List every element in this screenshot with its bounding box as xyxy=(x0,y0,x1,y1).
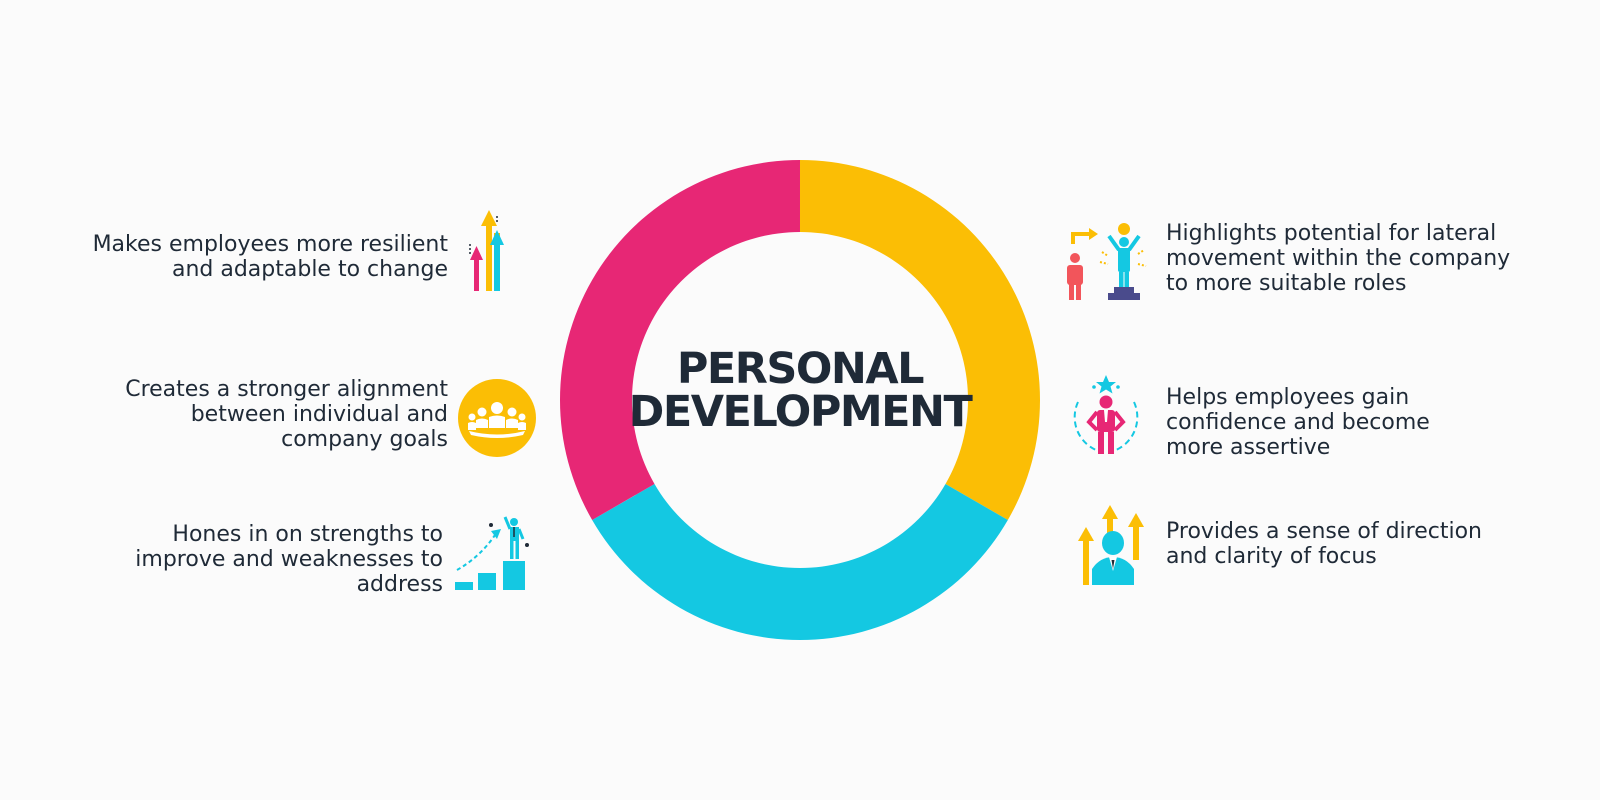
benefit-resilience: Makes employees more resilient and adapt… xyxy=(93,232,448,282)
benefit-lateral-movement: Highlights potential for lateral movemen… xyxy=(1166,221,1510,296)
confident-person-icon xyxy=(1073,375,1139,454)
benefit-text-line: Highlights potential for lateral xyxy=(1166,221,1497,246)
benefit-text-line: address xyxy=(356,572,443,597)
benefit-text-line: Creates a stronger alignment xyxy=(125,377,448,402)
benefit-text-line: Provides a sense of direction xyxy=(1166,519,1483,544)
diagram-title: PERSONAL DEVELOPMENT xyxy=(600,348,1000,434)
benefit-text-line: and clarity of focus xyxy=(1166,544,1377,569)
ring-segment-cyan xyxy=(592,484,1008,640)
benefit-strengths: Hones in on strengths to improve and wea… xyxy=(135,522,443,597)
benefit-text-line: Makes employees more resilient xyxy=(92,232,448,257)
benefit-text-line: improve and weaknesses to xyxy=(135,547,443,572)
rising-arrows-icon xyxy=(469,210,504,291)
benefit-text-line: between individual and xyxy=(190,402,448,427)
direction-arrows-person-icon xyxy=(1078,505,1144,585)
donut-ring xyxy=(560,160,1040,640)
growth-steps-icon xyxy=(455,516,529,590)
benefit-text-line: more assertive xyxy=(1166,435,1331,460)
team-meeting-icon xyxy=(458,379,536,457)
benefit-text-line: Hones in on strengths to xyxy=(172,522,443,547)
benefit-confidence: Helps employees gain confidence and beco… xyxy=(1166,385,1430,460)
benefit-direction: Provides a sense of direction and clarit… xyxy=(1166,519,1482,569)
title-line-2: DEVELOPMENT xyxy=(628,387,973,437)
benefit-text-line: and adaptable to change xyxy=(171,257,448,282)
benefit-text-line: to more suitable roles xyxy=(1166,271,1407,296)
ring-segment-pink xyxy=(560,160,800,520)
benefit-text-line: Helps employees gain xyxy=(1166,385,1410,410)
benefit-text-line: company goals xyxy=(281,427,448,452)
benefit-text-line: movement within the company xyxy=(1166,246,1511,271)
benefit-text-line: confidence and become xyxy=(1166,410,1430,435)
ring-segment-yellow xyxy=(800,160,1040,520)
lateral-move-icon xyxy=(1067,223,1147,300)
benefit-alignment: Creates a stronger alignment between ind… xyxy=(125,377,448,452)
title-line-1: PERSONAL xyxy=(676,344,925,394)
